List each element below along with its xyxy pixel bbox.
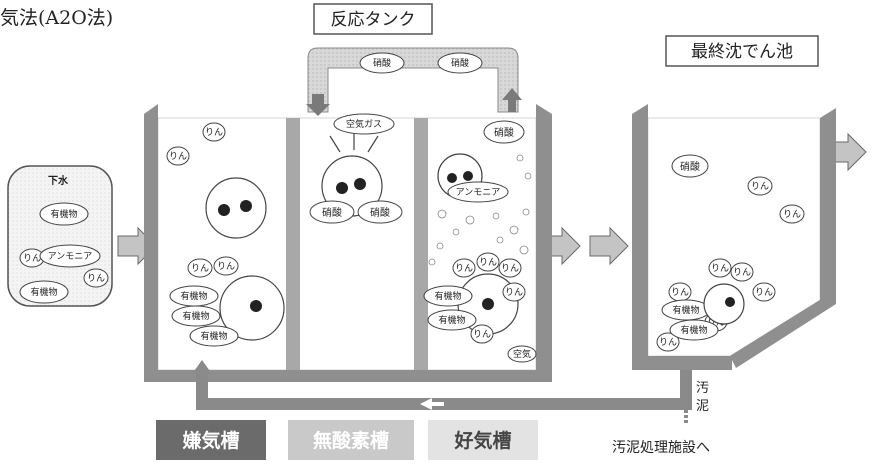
svg-text:好気槽: 好気槽 [453,429,511,452]
microbe-face-6 [703,283,745,325]
legend-aerobic: 好気槽 [428,420,538,460]
tank-title: 反応タンク [331,10,416,30]
svg-text:りん: りん [671,287,689,298]
svg-text:硝酸: 硝酸 [373,57,391,69]
svg-text:りん: りん [169,151,187,162]
svg-text:りん: りん [501,263,519,274]
nitrate-bubble-left: 硝酸 [359,52,405,74]
svg-text:りん: りん [473,329,491,340]
svg-text:有機物: 有機物 [30,286,57,298]
svg-text:空気: 空気 [513,348,531,360]
legend-anaerobic: 嫌気槽 [156,420,266,460]
svg-text:りん: りん [733,267,751,278]
final-title-box: 最終沈でん池 [665,35,819,67]
final-title: 最終沈でん池 [691,42,793,62]
svg-text:りん: りん [455,263,473,274]
svg-text:りん: りん [191,263,209,274]
svg-text:有機物: 有機物 [50,208,77,220]
svg-text:空気ガス: 空気ガス [346,118,382,130]
svg-text:りん: りん [23,253,41,264]
sewage-inflow: 下水 有機物 りん アンモニア りん 有機物 [7,165,113,307]
svg-text:有機物: 有機物 [672,304,699,316]
svg-text:りん: りん [659,337,677,348]
svg-text:アンモニア: アンモニア [48,252,93,262]
tank1-anaerobic: りん りん りん りん 有機物 有機物 有機物 [166,122,285,347]
svg-text:りん: りん [205,127,223,138]
svg-text:りん: りん [217,261,235,272]
svg-text:有機物: 有機物 [182,310,209,322]
svg-text:嫌気槽: 嫌気槽 [182,429,239,452]
microbe-face-2 [219,275,285,341]
svg-text:硝酸: 硝酸 [494,126,514,139]
sludge-return-line [192,360,692,424]
method-title: 気法(A2O法) [0,7,113,29]
final-clarifier: 硝酸 りん りん りん りん りん りん りん りん 有機物 有機物 [632,104,836,370]
svg-text:りん: りん [479,257,497,268]
svg-text:硝酸: 硝酸 [322,206,342,219]
svg-text:りん: りん [755,287,773,298]
tank-title-box: 反応タンク [313,3,433,35]
recycle-down-arrow [306,94,330,116]
tank3-aerobic: 硝酸 アンモニア 有機物 有機物 りん りん りん りん りん 空気 [423,120,537,363]
svg-text:りん: りん [505,287,523,298]
sludge-label-1: 汚 [696,381,709,396]
microbe-face-1 [205,177,267,239]
svg-text:りん: りん [87,273,105,284]
sewage-label: 下水 [48,174,69,187]
svg-text:アンモニア: アンモニア [456,188,501,198]
svg-text:有機物: 有機物 [438,314,465,326]
svg-text:有機物: 有機物 [180,290,207,302]
svg-text:有機物: 有機物 [680,324,707,336]
svg-text:硝酸: 硝酸 [451,57,469,69]
svg-text:りん: りん [783,209,801,220]
svg-text:無酸素槽: 無酸素槽 [313,429,389,452]
recycle-up-arrow [502,88,522,112]
tank2-anoxic: 空気ガス 硝酸 硝酸 [309,113,403,224]
svg-text:りん: りん [751,181,769,192]
legend-anoxic: 無酸素槽 [288,420,414,460]
svg-text:硝酸: 硝酸 [680,160,700,173]
air-gas-bubble: 空気ガス [333,113,395,135]
nitrate-recycle-pipe: 硝酸 硝酸 [306,47,522,116]
sludge-facility-label: 汚泥処理施設へ [612,440,710,456]
svg-text:有機物: 有機物 [200,330,227,342]
nitrate-bubble-right: 硝酸 [437,52,483,74]
svg-text:りん: りん [711,263,729,274]
svg-text:有機物: 有機物 [434,290,461,302]
sludge-label-2: 泥 [696,399,709,414]
svg-text:硝酸: 硝酸 [370,206,390,219]
aeration-bubbles [428,154,532,266]
